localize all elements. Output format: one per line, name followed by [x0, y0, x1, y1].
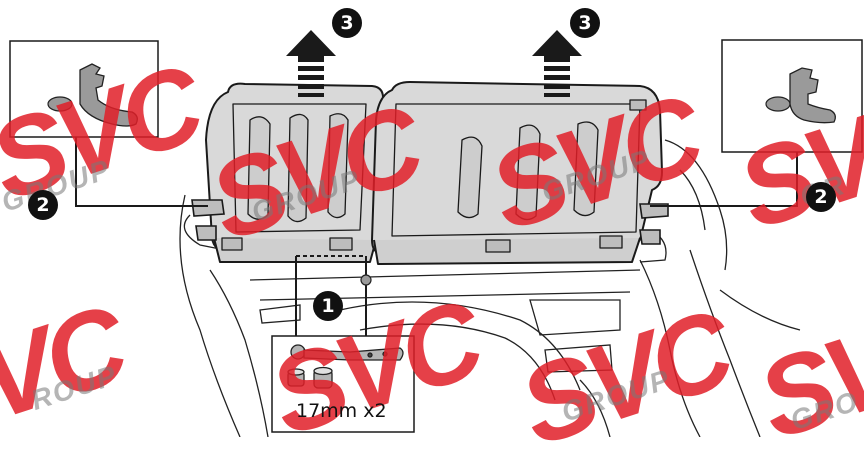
- right-seat-panel: [371, 81, 663, 265]
- right-detail-inset: [721, 39, 863, 153]
- side-brackets: [191, 199, 669, 245]
- callout-1: 1: [313, 291, 343, 321]
- release-lever-icon: [789, 67, 836, 124]
- lift-arrow-left: [286, 30, 336, 97]
- diagram-canvas: [9, 30, 863, 437]
- callout-3-left: 3: [332, 8, 362, 38]
- tool-size-label: 17mm x2: [296, 400, 387, 422]
- left-detail-inset: [9, 40, 159, 138]
- ratchet-wrench-icon: [290, 344, 404, 361]
- callout-2-right: 2: [806, 182, 836, 212]
- left-seat-panel: [205, 82, 385, 263]
- callout-2-left: 2: [28, 190, 58, 220]
- tool-inset: [271, 255, 415, 433]
- release-lever-icon: [79, 63, 138, 127]
- leader-lines: [75, 137, 798, 207]
- lift-arrow-right: [532, 30, 582, 97]
- socket-icon: [287, 366, 333, 389]
- callout-3-right: 3: [570, 8, 600, 38]
- plug-cap-icon: [47, 96, 73, 112]
- plug-cap-icon: [765, 96, 791, 112]
